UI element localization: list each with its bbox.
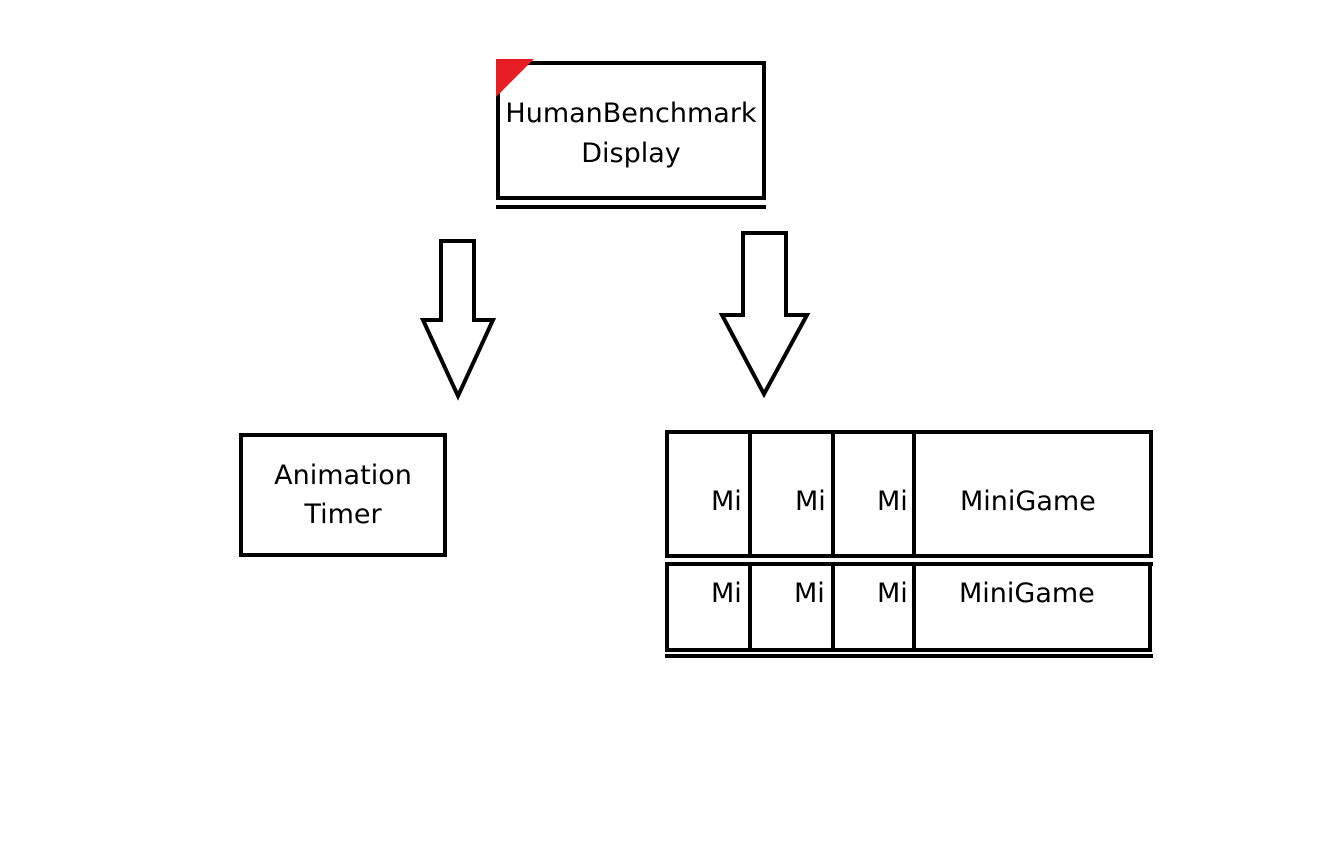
animation-timer-label: Animation Timer — [274, 459, 412, 530]
minigame-box-row1-col4: MiniGame — [912, 430, 1153, 558]
minigame-label: MiniGame — [960, 486, 1096, 517]
human-benchmark-display-box: HumanBenchmark Display — [496, 61, 766, 200]
minigame-box-row1-col1: Mi — [665, 430, 755, 558]
minigame-label: Mi — [794, 578, 825, 609]
minigame-box-row2-col3: Mi — [831, 566, 921, 652]
minigame-label: Mi — [711, 486, 742, 517]
minigame-box-row2-col1: Mi — [665, 566, 755, 652]
top-box-double-underline — [496, 205, 766, 209]
minigame-label: Mi — [711, 578, 742, 609]
minigame-label: MiniGame — [959, 578, 1095, 609]
row2-double-underline — [665, 654, 1153, 658]
minigame-box-row1-col2: Mi — [748, 430, 838, 558]
minigame-box-row2-col2: Mi — [748, 566, 838, 652]
minigame-label: Mi — [877, 486, 908, 517]
minigame-box-row1-col3: Mi — [831, 430, 921, 558]
human-benchmark-display-label: HumanBenchmark Display — [505, 98, 757, 169]
row1-double-underline — [665, 562, 1153, 566]
minigame-label: Mi — [795, 486, 826, 517]
down-arrow-left — [419, 239, 497, 401]
minigame-label: Mi — [877, 578, 908, 609]
animation-timer-box: Animation Timer — [239, 433, 447, 557]
red-corner-marker — [496, 59, 534, 97]
minigame-box-row2-col4: MiniGame — [912, 566, 1152, 652]
down-arrow-right — [718, 231, 811, 399]
